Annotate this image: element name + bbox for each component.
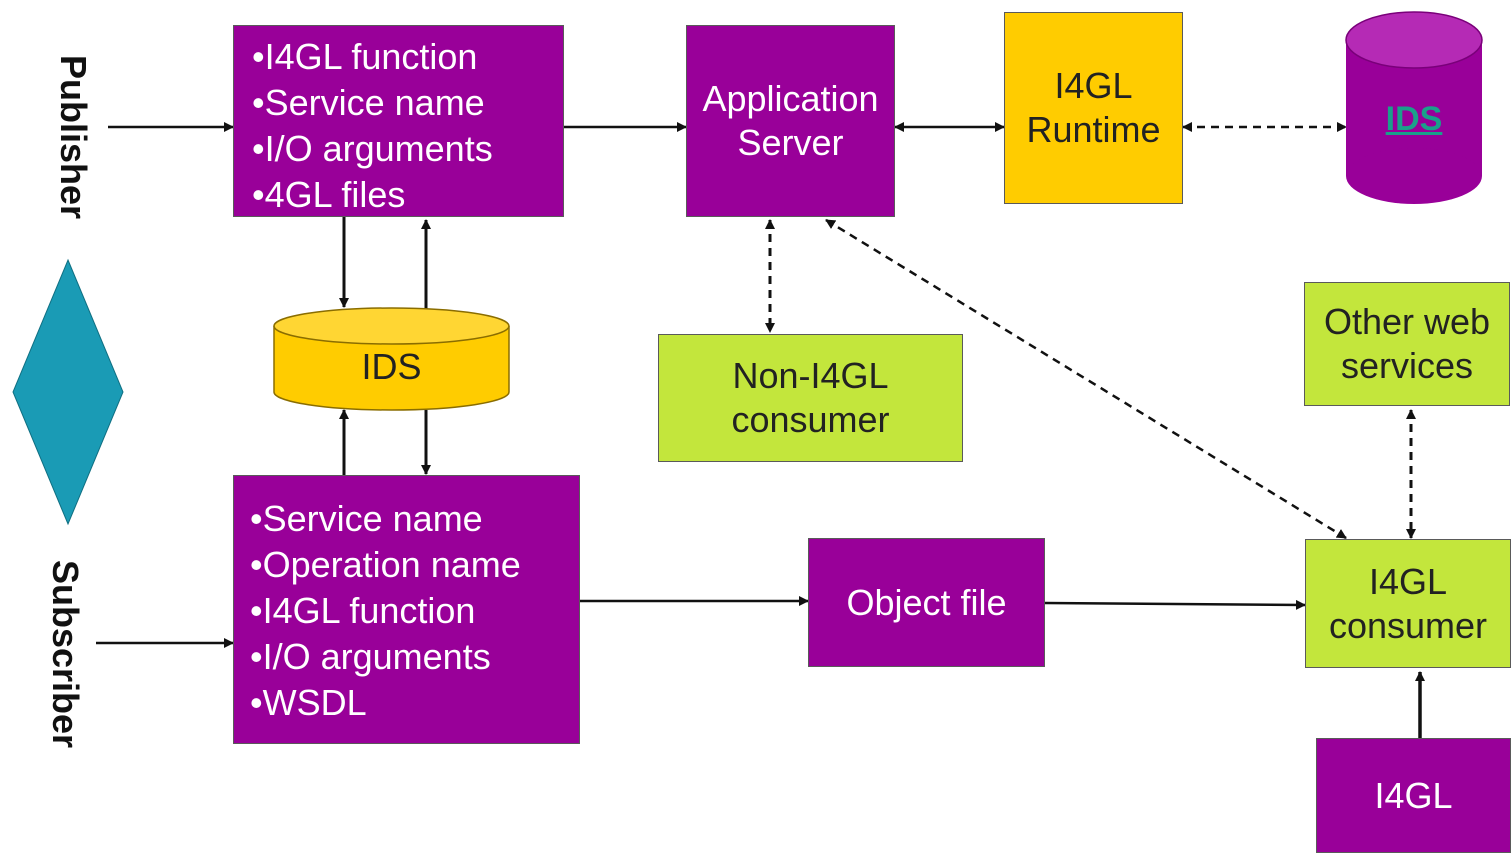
app-server-line2: Server [737, 122, 844, 163]
publisher-item: •Service name [252, 82, 485, 123]
i4gl-consumer-line2: consumer [1328, 604, 1488, 646]
publisher-info-box: •I4GL function •Service name •I/O argume… [233, 25, 564, 217]
application-server-box: Application Server [686, 25, 895, 217]
role-diamond [12, 258, 124, 526]
non-i4gl-consumer-box: Non-I4GL consumer [658, 334, 963, 462]
other-ws-line1: Other web [1323, 301, 1491, 342]
subscriber-item: •WSDL [250, 682, 367, 723]
publisher-item: •I/O arguments [252, 128, 493, 169]
runtime-line2: Runtime [1026, 109, 1161, 150]
subscriber-item: •I4GL function [250, 590, 476, 631]
ids-mid-label: IDS [361, 346, 422, 387]
i4gl-runtime-box: I4GL Runtime [1004, 12, 1183, 204]
other-ws-line2: services [1340, 345, 1474, 386]
subscriber-label: Subscriber [45, 560, 86, 749]
ids-database-mid-icon [273, 307, 510, 411]
i4gl-consumer-box: I4GL consumer [1305, 539, 1511, 668]
non-i4gl-line2: consumer [731, 399, 890, 440]
subscriber-info-box: •Service name •Operation name •I4GL func… [233, 475, 580, 744]
publisher-item: •4GL files [252, 174, 406, 215]
publisher-label: Publisher [53, 55, 94, 220]
ids-top-label: IDS [1385, 100, 1443, 138]
object-file-box: Object file [808, 538, 1045, 667]
i4gl-consumer-line1: I4GL [1368, 560, 1448, 602]
subscriber-item: •Service name [250, 498, 483, 539]
object-file-label: Object file [846, 581, 1007, 623]
subscriber-item: •Operation name [250, 544, 521, 585]
runtime-line1: I4GL [1054, 65, 1133, 106]
other-web-services-box: Other web services [1304, 282, 1510, 406]
publisher-item: •I4GL function [252, 36, 478, 77]
arrow-object-to-consumer [1044, 599, 1306, 610]
i4gl-label: I4GL [1374, 774, 1453, 816]
ids-database-top-icon [1345, 11, 1483, 204]
arrow-server-i4gl-consumer [825, 218, 1347, 540]
app-server-line1: Application [702, 78, 879, 119]
subscriber-item: •I/O arguments [250, 636, 491, 677]
non-i4gl-line1: Non-I4GL [732, 355, 889, 396]
i4gl-box: I4GL [1316, 738, 1511, 853]
